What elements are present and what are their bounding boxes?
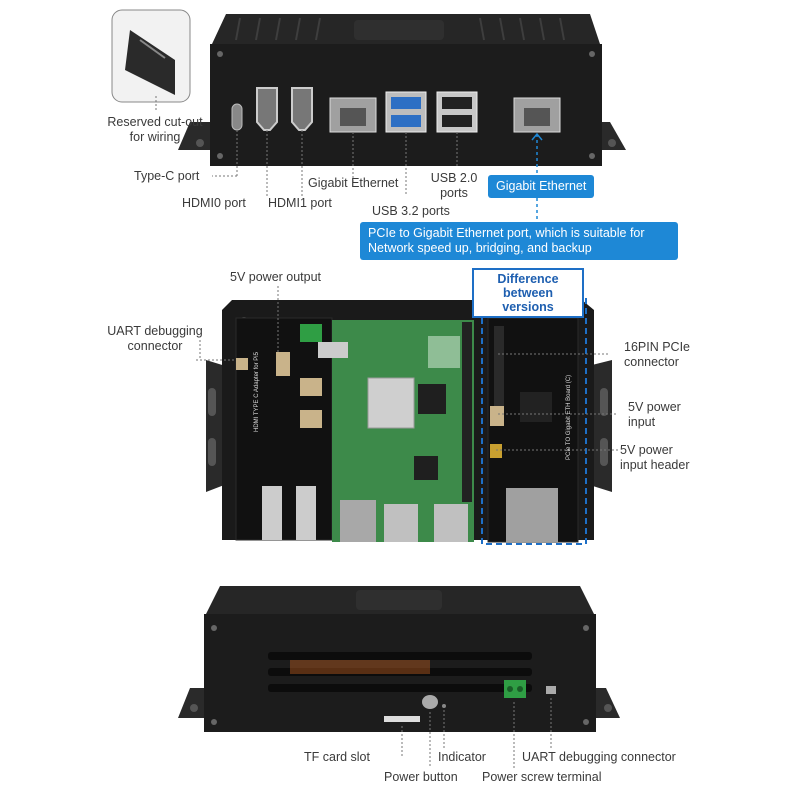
label-power-button: Power button [384, 770, 458, 784]
label-power-screw-terminal: Power screw terminal [482, 770, 602, 784]
label-16pin-pcie-connector: 16PIN PCIe connector [624, 340, 691, 369]
label-tf-card-slot: TF card slot [304, 750, 370, 764]
label-type-c-port: Type-C port [134, 169, 200, 183]
label-indicator: Indicator [438, 750, 486, 764]
label-hdmi1-port: HDMI1 port [268, 196, 332, 210]
type-c-port [231, 103, 243, 131]
rear-case-view: TF card slot Power button Indicator Powe… [0, 580, 800, 800]
label-hdmi0-port: HDMI0 port [182, 196, 246, 210]
right-mount-bracket [598, 122, 626, 150]
label-5v-power-output: 5V power output [230, 270, 322, 284]
hdmi1-port [291, 87, 313, 131]
hdmi-adapter-board [235, 317, 333, 541]
label-usb20-ports: USB 2.0 ports [430, 171, 478, 200]
top-case-illustration [111, 9, 626, 222]
power-button [422, 695, 438, 709]
difference-between-versions: Difference between versions [472, 268, 584, 318]
rear-case-illustration [178, 586, 620, 768]
label-5v-power-input-header: 5V power input header [620, 443, 690, 472]
indicator-led [442, 704, 446, 708]
open-case-illustration: HDMI TYPE C Adapter for Pi5 PCIe TO Giga… [196, 286, 618, 545]
version-difference-outline [481, 298, 587, 545]
label-reserved-cutout: Reserved cut-out for wiring [107, 115, 203, 144]
pcie-callout: PCIe to Gigabit Ethernet port, which is … [360, 222, 678, 260]
label-uart-debugging-connector: UART debugging connector [107, 324, 203, 353]
hdmi-adapter-silkscreen: HDMI TYPE C Adapter for Pi5 [254, 351, 260, 432]
label-uart-debugging-connector-rear: UART debugging connector [522, 750, 676, 764]
label-5v-power-input: 5V power input [628, 400, 681, 429]
pcie-board-silkscreen: PCIe TO Gigabit ETH Board (C) [566, 375, 572, 460]
label-pcie-gigabit-ethernet: Gigabit Ethernet [488, 175, 595, 198]
power-screw-terminal [504, 680, 526, 698]
uart-port [546, 686, 556, 694]
open-case-view: HDMI TYPE C Adapter for Pi5 PCIe TO Giga… [0, 260, 800, 560]
hdmi0-port [256, 87, 278, 131]
top-case-view: Reserved cut-out for wiring Type-C port … [0, 0, 800, 270]
tf-card-slot [384, 716, 420, 722]
label-gigabit-ethernet: Gigabit Ethernet [308, 176, 399, 190]
label-usb32-ports: USB 3.2 ports [372, 204, 450, 218]
left-mount-bracket [178, 122, 214, 150]
